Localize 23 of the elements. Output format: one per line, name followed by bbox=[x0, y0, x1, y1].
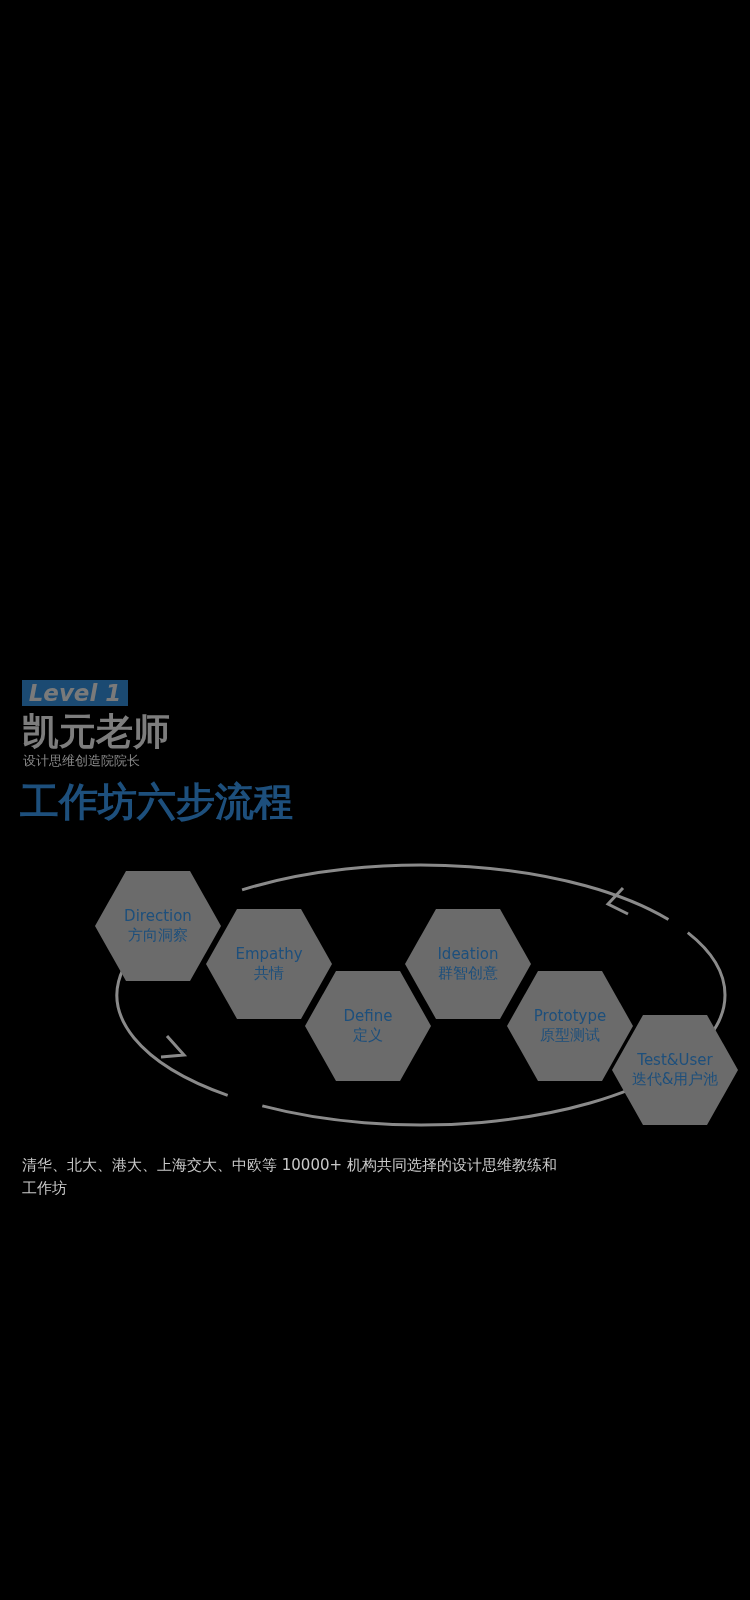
step-name: Prototype bbox=[532, 1007, 608, 1026]
step-name: Empathy bbox=[234, 945, 304, 964]
hexagon-step bbox=[305, 971, 431, 1081]
step-name: Direction bbox=[123, 907, 193, 926]
step-name: Test&User bbox=[636, 1051, 714, 1070]
step-subtitle: 共情 bbox=[253, 964, 285, 983]
hexagon-step bbox=[405, 909, 531, 1019]
step-name: Define bbox=[342, 1007, 394, 1026]
name-heading: 凯元老师 bbox=[22, 710, 170, 754]
hexagon-step bbox=[612, 1015, 738, 1125]
step-subtitle: 方向洞察 bbox=[127, 926, 189, 945]
step-subtitle: 迭代&用户池 bbox=[630, 1070, 720, 1089]
step-subtitle: 群智创意 bbox=[437, 964, 499, 983]
step-subtitle: 定义 bbox=[352, 1026, 384, 1045]
hexagon-step bbox=[206, 909, 332, 1019]
footer-text: 清华、北大、港大、上海交大、中欧等 10000+ 机构共同选择的设计思维教练和工作坊 bbox=[22, 1155, 558, 1199]
step-name: Ideation bbox=[436, 945, 500, 964]
hexagon-step bbox=[507, 971, 633, 1081]
step-subtitle: 原型测试 bbox=[539, 1026, 601, 1045]
hexagon-step bbox=[95, 871, 221, 981]
subtitle: 设计思维创造院院长 bbox=[23, 753, 140, 769]
title: 工作坊六步流程 bbox=[20, 779, 293, 825]
level-badge: Level 1 bbox=[22, 680, 128, 706]
